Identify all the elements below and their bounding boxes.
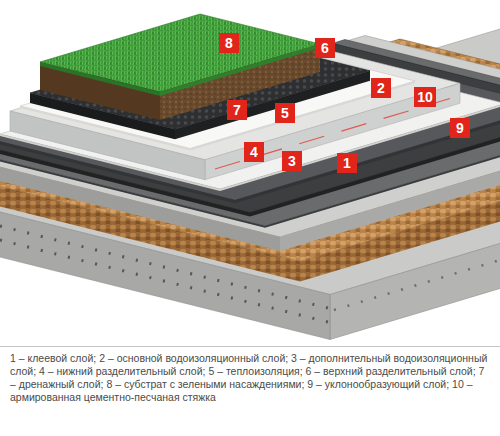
callout-number: 9 — [450, 118, 470, 138]
callout-number: 7 — [227, 100, 247, 120]
callout-number: 6 — [315, 38, 335, 58]
callout-number: 4 — [244, 142, 264, 162]
soil-side — [160, 44, 320, 120]
callout-number: 1 — [337, 153, 357, 173]
callout-number: 8 — [219, 33, 239, 53]
callout-number: 2 — [371, 78, 391, 98]
rebar-row — [334, 260, 500, 310]
grass-edge — [160, 44, 320, 96]
caption: 1 – клеевой слой; 2 – основной водоизоля… — [10, 352, 490, 404]
callout-number: 5 — [275, 103, 295, 123]
roof-illustration — [0, 0, 500, 346]
callout-number: 3 — [282, 151, 302, 171]
soil-end — [40, 62, 160, 120]
grass-edge — [40, 62, 160, 96]
callout-number: 10 — [414, 87, 436, 107]
